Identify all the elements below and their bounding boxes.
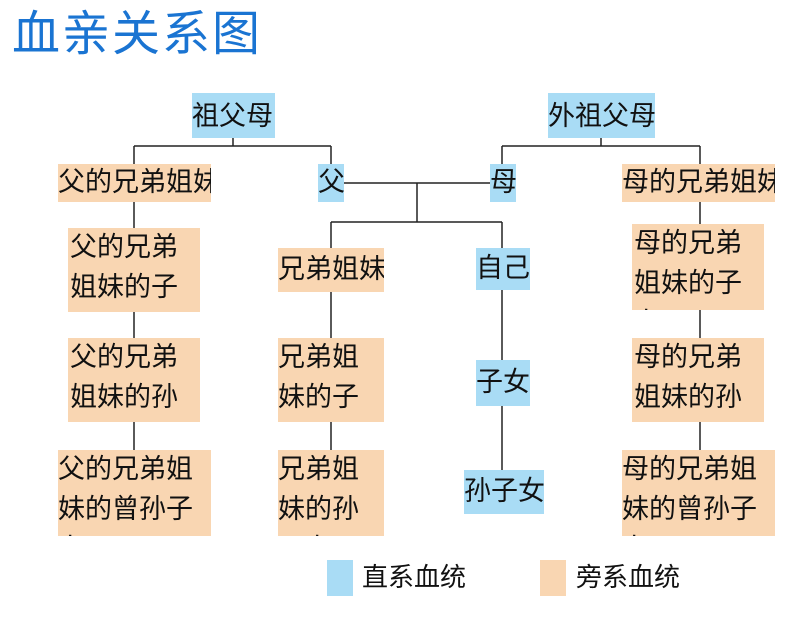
node-father: 父 — [318, 164, 344, 202]
legend-label-direct: 直系血统 — [362, 563, 467, 593]
node-mother-siblings-great-grandchildren: 母的兄弟姐妹的曾孙子女 — [622, 450, 775, 536]
legend-label-collateral: 旁系血统 — [576, 563, 681, 593]
node-father-siblings-great-grandchildren: 父的兄弟姐妹的曾孙子女 — [58, 450, 211, 536]
node-self: 自己 — [476, 248, 530, 290]
node-mother: 母 — [490, 164, 516, 202]
node-children: 子女 — [476, 360, 530, 406]
node-father-siblings-children: 父的兄弟姐妹的子女 — [68, 228, 200, 312]
node-mother-siblings-children: 母的兄弟姐妹的子女 — [632, 224, 764, 310]
node-maternal-grandparents: 外祖父母 — [548, 93, 655, 138]
node-grandparents: 祖父母 — [192, 93, 275, 138]
node-father-siblings: 父的兄弟姐妹 — [58, 164, 211, 202]
node-mother-siblings: 母的兄弟姐妹 — [622, 164, 775, 202]
node-mother-siblings-grandchildren: 母的兄弟姐妹的孙子女 — [632, 338, 764, 422]
node-siblings: 兄弟姐妹 — [278, 248, 384, 292]
node-father-siblings-grandchildren: 父的兄弟姐妹的孙子女 — [68, 338, 200, 422]
legend-swatch-direct — [327, 560, 353, 596]
node-siblings-grandchildren: 兄弟姐妹的孙子女 — [278, 450, 384, 536]
node-siblings-children: 兄弟姐妹的子女 — [278, 338, 384, 422]
node-grandchildren: 孙子女 — [464, 470, 544, 514]
legend-swatch-collateral — [540, 560, 566, 596]
page-title: 血亲关系图 — [12, 6, 263, 62]
